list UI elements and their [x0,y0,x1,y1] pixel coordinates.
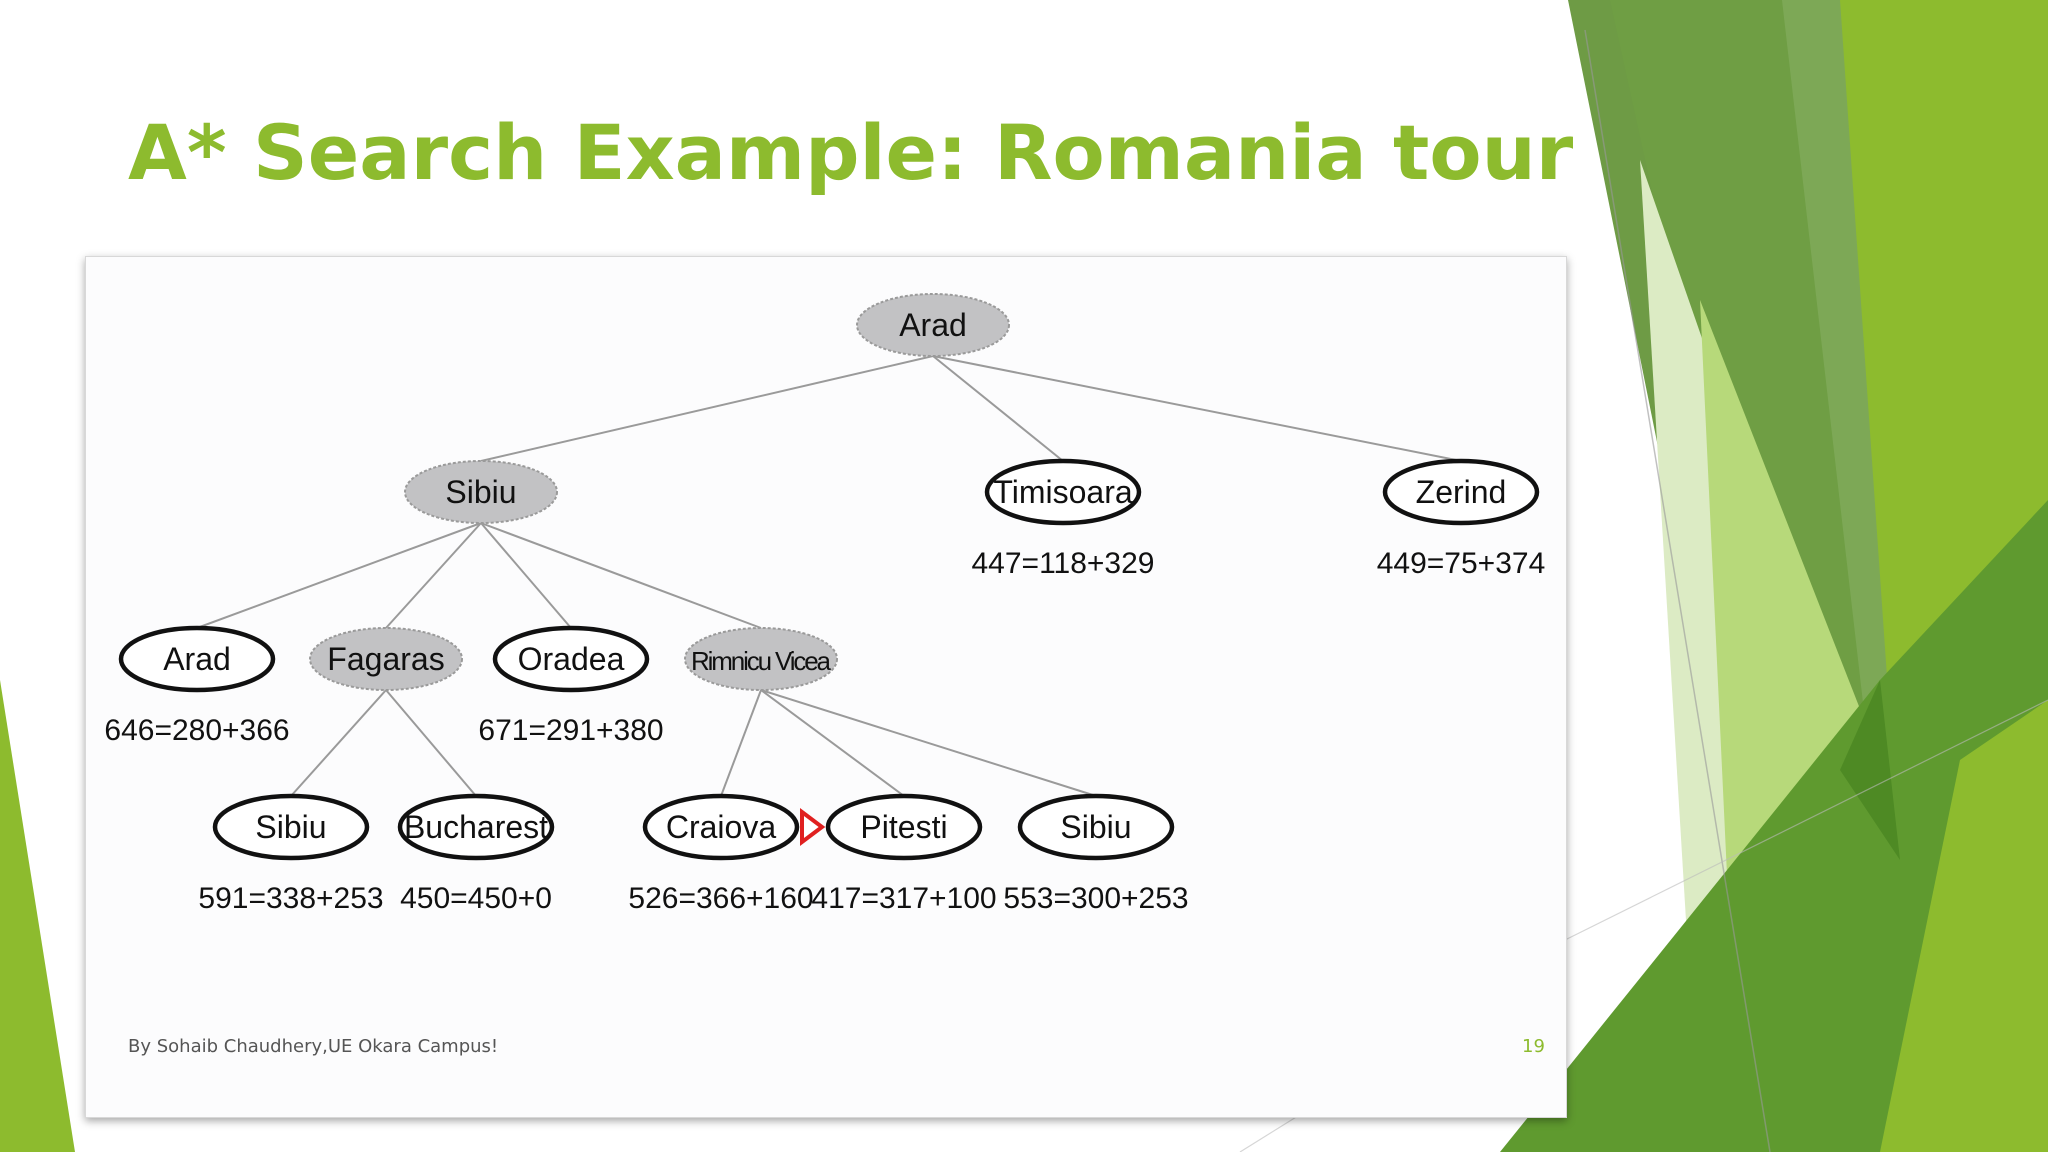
deco-shape-deep [1840,680,1900,860]
tree-node: Arad 646=280+366 [104,625,290,747]
page-number: 19 [1522,1036,1545,1057]
node-ellipse [856,293,1010,357]
tree-node: Sibiu 553=300+253 [1003,793,1189,915]
node-evaluation: 591=338+253 [198,882,383,915]
node-evaluation: 449=75+374 [1377,547,1546,580]
tree-node: Fagaras [309,627,463,691]
tree-node: Sibiu [404,460,558,524]
node-ellipse [642,793,800,861]
node-evaluation: 526=366+160 [628,882,813,915]
slide-title: A* Search Example: Romania tour [128,108,1574,197]
node-label: Craiova [666,809,776,845]
tree-edge [720,689,762,797]
node-ellipse [309,627,463,691]
node-label: Fagaras [327,641,444,677]
node-ellipse [492,625,650,693]
tree-node: Arad [856,293,1010,357]
node-ellipse [1017,793,1175,861]
tree-node: Craiova 526=366+160 [628,793,814,915]
node-label: Oradea [518,641,625,677]
node-ellipse [118,625,276,693]
node-evaluation: 553=300+253 [1003,882,1188,915]
node-label: Zerind [1416,474,1507,510]
node-ellipse [1382,458,1540,526]
tree-node: Pitesti 417=317+100 [811,793,997,915]
node-label: Sibiu [1060,809,1131,845]
node-ellipse [212,793,370,861]
tree-node: Bucharest 450=450+0 [397,793,555,915]
tree-node: Sibiu 591=338+253 [198,793,384,915]
tree-node: Rimnicu Vicea [684,627,838,691]
node-ellipse [404,460,558,524]
footer-credit: By Sohaib Chaudhery,UE Okara Campus! [128,1036,499,1057]
tree-edge [480,522,572,629]
node-evaluation: 417=317+100 [811,882,996,915]
node-ellipse [984,458,1142,526]
tree-edge [760,689,905,797]
tree-node: Oradea 671=291+380 [478,625,664,747]
tree-edge [932,355,1064,462]
tree-edge [385,689,477,797]
selection-marker-icon [800,808,826,846]
tree-edge [385,522,482,629]
node-label: Sibiu [445,474,516,510]
deco-shape-left [0,680,75,1152]
node-ellipse [825,793,983,861]
tree-edges [196,355,1462,797]
node-label: Bucharest [404,809,548,845]
tree-edge [196,522,482,629]
node-label: Pitesti [860,809,947,845]
node-label: Sibiu [255,809,326,845]
tree-node: Zerind 449=75+374 [1377,458,1546,580]
tree-edge [480,355,934,462]
node-evaluation: 646=280+366 [104,714,289,747]
node-ellipse [397,793,555,861]
node-label: Timisoara [993,474,1132,510]
tree-edge [290,689,387,797]
deco-shape-lime [1880,700,2048,1152]
node-label: Rimnicu Vicea [691,646,832,676]
deco-shape-green [1500,500,2048,1152]
node-evaluation: 447=118+329 [972,547,1155,580]
deco-line [1584,29,1771,1152]
node-label: Arad [899,307,967,343]
deco-line [1564,699,2048,941]
node-evaluation: 450=450+0 [400,882,552,915]
tree-edge [480,522,762,629]
tree-edge [932,355,1462,462]
tree-edge [760,689,1097,797]
node-ellipse [684,627,838,691]
tree-node: Timisoara 447=118+329 [972,458,1155,580]
node-evaluation: 671=291+380 [478,714,663,747]
node-label: Arad [163,641,231,677]
